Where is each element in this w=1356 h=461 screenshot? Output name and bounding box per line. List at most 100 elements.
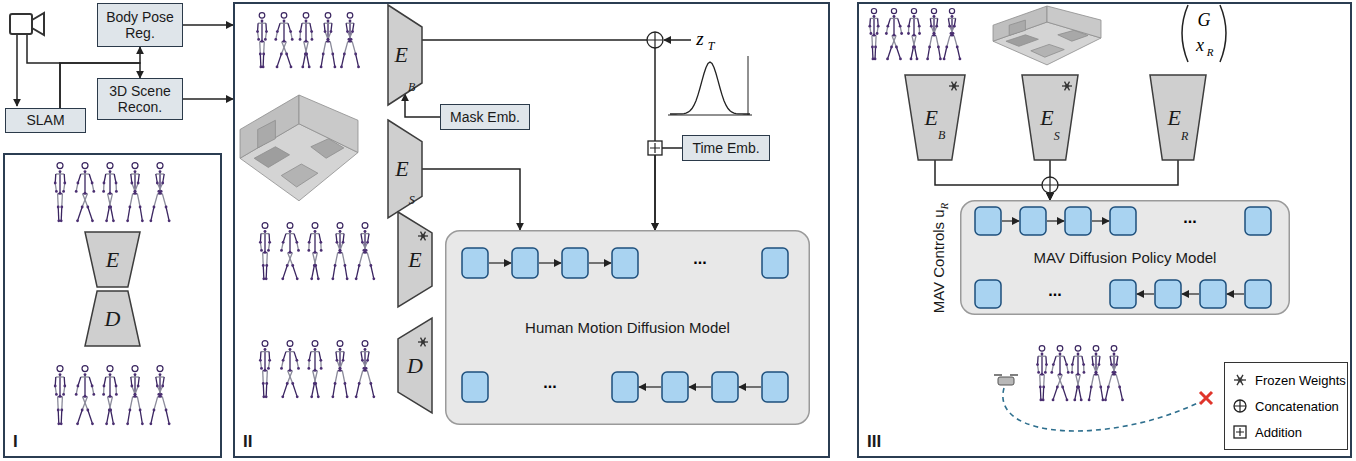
- layer-arrow: [1227, 293, 1244, 294]
- skeleton-joint: [307, 367, 310, 370]
- skeleton-bone: [893, 16, 894, 35]
- layer-block: [462, 248, 488, 278]
- target-cross: [1200, 392, 1212, 404]
- skeleton-bone: [111, 207, 114, 221]
- skeleton-bone: [361, 233, 369, 234]
- skeleton-bone: [262, 253, 264, 266]
- scene-surface: [258, 120, 276, 148]
- process-box: 3D Scene Recon.: [97, 78, 183, 120]
- skeleton-bone: [1110, 356, 1118, 357]
- skeleton-joint: [265, 264, 268, 267]
- label-text: ...: [543, 375, 556, 391]
- skeleton-joint: [274, 38, 277, 41]
- skeleton-bone: [1058, 375, 1063, 387]
- skeleton-joint: [308, 241, 311, 244]
- skeleton-bone: [356, 384, 359, 397]
- skeleton-joint: [358, 264, 361, 267]
- snowflake-icon: [1234, 375, 1246, 385]
- skeleton-head: [262, 341, 268, 347]
- skeleton-bone: [1074, 356, 1082, 357]
- skeleton-bone: [266, 253, 268, 266]
- skeleton-joint: [276, 65, 279, 68]
- layer-block: [1245, 280, 1271, 308]
- skeleton-joint: [1059, 373, 1062, 376]
- skeleton-joint: [364, 348, 367, 351]
- skeleton-bone: [312, 384, 315, 397]
- skeleton-joint: [157, 393, 160, 396]
- skeleton-joint: [339, 348, 342, 351]
- skeleton-bone: [321, 54, 323, 67]
- skeleton-bone: [1105, 387, 1108, 400]
- skeleton-joint: [877, 25, 880, 28]
- panel-label: II: [243, 432, 252, 452]
- noise-arrow: [664, 39, 691, 41]
- stage-panel: IED: [3, 153, 222, 458]
- skeleton-joint: [57, 422, 60, 425]
- skeleton-joint: [912, 46, 915, 49]
- skeleton-joint: [307, 249, 310, 252]
- subscript: S: [1054, 130, 1060, 144]
- skeleton-joint: [112, 219, 115, 222]
- skeleton-joint: [134, 170, 137, 173]
- trapezoid-shape: [1150, 75, 1206, 160]
- label-text: x: [1196, 36, 1204, 54]
- skeleton-head: [132, 163, 138, 169]
- skeleton-bone: [323, 42, 326, 54]
- subscript: R: [938, 203, 950, 210]
- skeleton-bone: [359, 253, 363, 266]
- skeleton-joint: [153, 206, 156, 209]
- skeleton-joint: [310, 277, 313, 280]
- encoder-block: D: [398, 318, 432, 413]
- skeleton-bone: [957, 47, 960, 59]
- skeleton-joint: [1066, 398, 1069, 401]
- skeleton-joint: [54, 182, 57, 185]
- skeleton-joint: [362, 367, 365, 370]
- skeleton-bone: [1091, 375, 1094, 387]
- layer-block: [462, 372, 488, 402]
- skeleton-joint: [60, 206, 63, 209]
- skeleton-joint: [109, 395, 112, 398]
- skeleton-joint: [916, 58, 919, 61]
- skeleton-joint: [130, 385, 133, 388]
- skeleton-bone: [1077, 354, 1078, 374]
- skeleton-joint: [933, 32, 936, 35]
- skeleton-bone: [287, 253, 292, 266]
- label-text: R: [1207, 47, 1214, 58]
- skeleton-bone: [314, 231, 315, 252]
- skeleton-bone: [1041, 354, 1042, 374]
- skeleton-joint: [262, 264, 265, 267]
- skeleton-joint: [1095, 371, 1098, 374]
- skeleton-joint: [305, 20, 308, 23]
- skeleton-bone: [283, 384, 287, 397]
- snowflake-icon: [1062, 82, 1072, 91]
- skeleton-bone: [130, 397, 133, 410]
- skeleton-bone: [258, 23, 266, 24]
- scene-mesh: [240, 95, 358, 201]
- skeleton-bone: [314, 371, 317, 384]
- skeleton-bone: [311, 233, 319, 234]
- skeleton-joint: [313, 382, 316, 385]
- layer-block: [762, 248, 788, 278]
- layer-arrow: [1047, 220, 1064, 221]
- skeleton-bone: [261, 233, 269, 234]
- skeleton-joint: [63, 385, 66, 388]
- connector: [1050, 160, 1178, 200]
- skeleton-joint: [260, 249, 263, 252]
- skeleton-joint: [59, 170, 62, 173]
- skeleton-joint: [895, 46, 898, 49]
- trapezoid-shape: [85, 232, 140, 287]
- skeleton-joint: [91, 182, 94, 185]
- layer-arrow: [1137, 293, 1154, 294]
- snowflake-icon: [949, 82, 959, 91]
- skeleton-joint: [1095, 353, 1098, 356]
- skeleton-joint: [282, 359, 285, 362]
- node-label: 3D Scene Recon.: [102, 83, 178, 115]
- skeleton-head: [259, 13, 265, 19]
- skeleton-head: [931, 9, 936, 14]
- skeleton-joint: [296, 277, 299, 280]
- skeleton-bone: [106, 173, 114, 174]
- skeleton-joint: [1071, 363, 1074, 366]
- encoder-block: ES: [388, 120, 422, 218]
- skeleton-joint: [108, 206, 111, 209]
- scene-mesh: [993, 6, 1101, 65]
